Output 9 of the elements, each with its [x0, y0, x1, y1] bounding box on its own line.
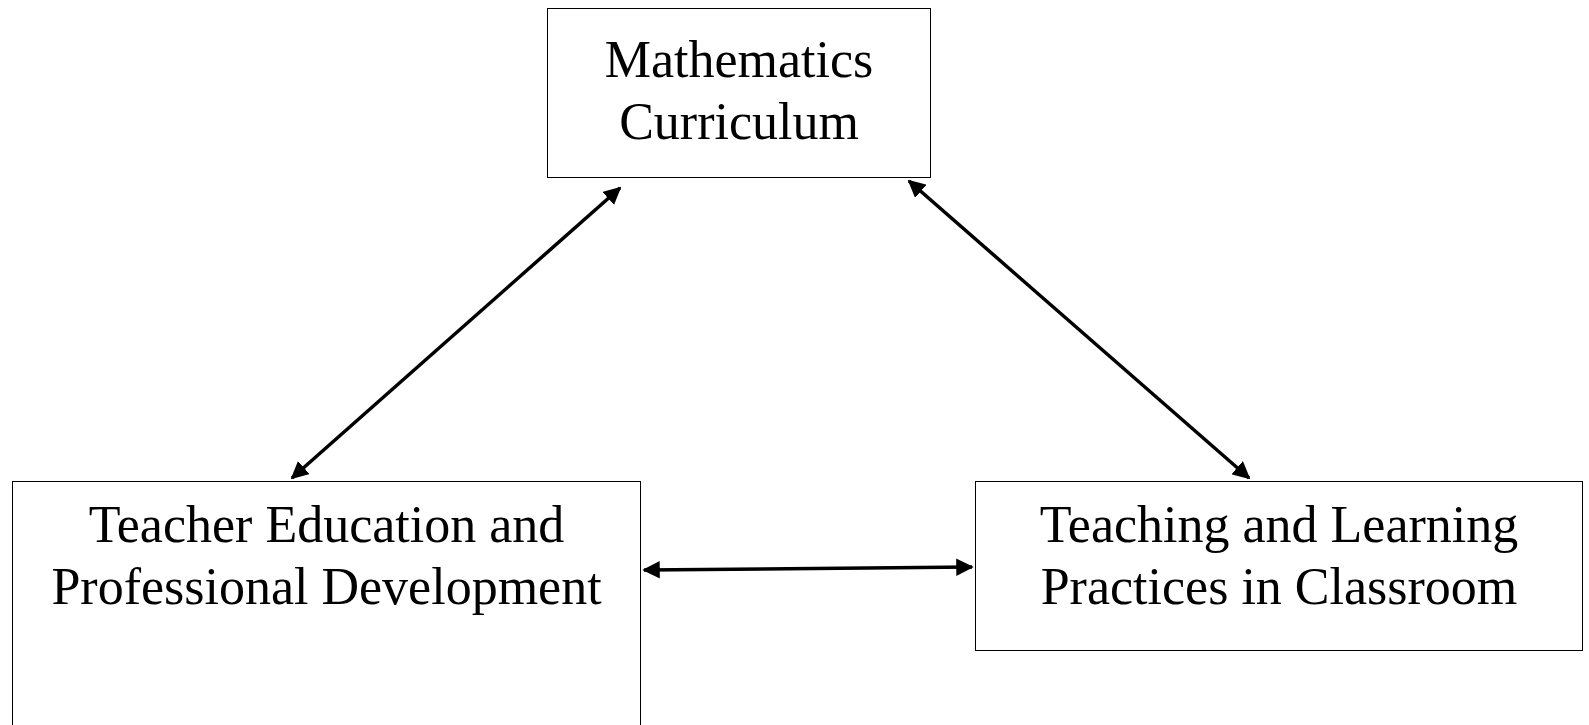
concept-box [12, 481, 641, 725]
concept-box [547, 8, 931, 178]
double-arrow [642, 558, 974, 579]
concept-box [975, 481, 1583, 651]
double-arrow [290, 186, 622, 480]
box-label: Teacher Education and Professional Development [50, 495, 603, 617]
double-arrow [907, 179, 1251, 480]
box-label: Teaching and Learning Practices in Classroom [1038, 495, 1520, 617]
box-label: Mathematics Curriculum [603, 30, 875, 152]
